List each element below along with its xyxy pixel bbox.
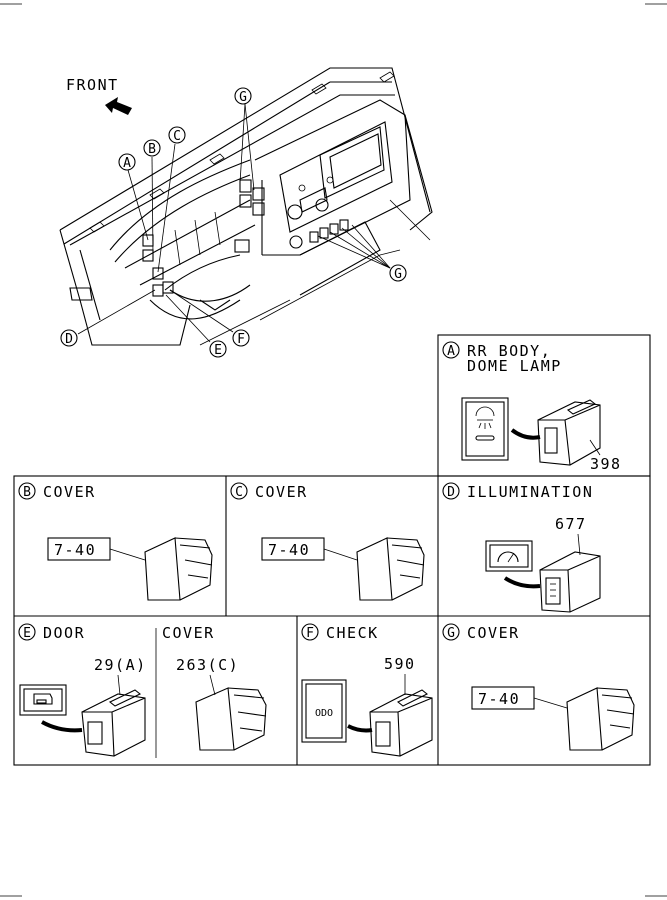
panel-c-letter: C (235, 485, 243, 500)
panel-d: D ILLUMINATION 677 (442, 482, 601, 613)
cover-c-icon (356, 537, 425, 601)
panel-c-title: COVER (255, 483, 308, 501)
panel-g-title: COVER (467, 624, 520, 642)
panel-e-part-no2: 263(C) (176, 656, 239, 674)
panel-e-part-no: 29(A) (94, 656, 147, 674)
panel-d-title: ILLUMINATION (467, 483, 593, 501)
svg-text:G: G (394, 267, 402, 282)
panel-g-letter: G (447, 626, 455, 641)
callout-leaders (77, 103, 391, 343)
corner-marks (0, 3, 667, 897)
panel-d-part-no: 677 (555, 515, 587, 533)
cover-e-icon (195, 687, 267, 751)
svg-text:G: G (239, 90, 247, 105)
panel-a-title-line1: RR BODY, (467, 342, 551, 360)
arrow-icon (510, 428, 541, 440)
panel-b-letter: B (23, 485, 31, 500)
front-arrow-icon (105, 97, 132, 115)
door-switch-body (81, 689, 146, 757)
panel-a-title-line2: DOME LAMP (467, 357, 562, 375)
front-label: FRONT (66, 76, 119, 94)
callout-e: E (209, 340, 227, 358)
svg-text:E: E (214, 343, 222, 358)
callout-g-right: G (389, 264, 407, 282)
odo-label: ODO (315, 708, 333, 719)
arrow-icon (503, 576, 541, 589)
panel-e-title2: COVER (162, 624, 215, 642)
svg-text:D: D (65, 332, 73, 347)
dome-lamp-switch-body (537, 399, 601, 466)
callout-f: F (232, 329, 250, 347)
svg-text:C: C (173, 129, 181, 144)
panel-f-title: CHECK (326, 624, 379, 642)
panel-g-ref: 7-40 (478, 690, 520, 708)
panel-e-letter: E (23, 626, 31, 641)
arrow-icon (347, 724, 373, 733)
door-switch-face (19, 684, 67, 716)
panel-a-part-no: 398 (590, 455, 622, 473)
svg-text:B: B (148, 142, 156, 157)
callout-c: C (168, 126, 186, 144)
panel-g: G COVER 7-40 (442, 623, 635, 751)
panel-f-letter: F (306, 626, 314, 641)
panel-e: E DOOR COVER 29(A) 263(C) (18, 623, 267, 757)
panel-c: C COVER 7-40 (230, 482, 425, 601)
panel-f: F CHECK 590 ODO (301, 623, 433, 757)
dome-lamp-switch-face (461, 397, 509, 461)
callout-b: B (143, 139, 161, 157)
check-switch-face: ODO (301, 679, 347, 743)
callout-g-top: G (234, 87, 252, 105)
arrow-icon (41, 720, 83, 733)
panel-b-ref: 7-40 (54, 541, 96, 559)
panel-a-letter: A (447, 344, 455, 359)
svg-text:F: F (237, 332, 245, 347)
panel-c-ref: 7-40 (268, 541, 310, 559)
callout-a: A (118, 153, 136, 171)
panel-b: B COVER 7-40 (18, 482, 213, 601)
panel-a: A RR BODY, DOME LAMP 398 (442, 341, 622, 473)
dashboard-illustration (59, 67, 433, 346)
panel-e-title: DOOR (43, 624, 85, 642)
panel-b-title: COVER (43, 483, 96, 501)
panel-d-letter: D (447, 485, 455, 500)
check-switch-body (369, 689, 433, 757)
illumination-switch-body (539, 551, 601, 613)
panel-f-part-no: 590 (384, 655, 416, 673)
cover-g-icon (566, 687, 635, 751)
illumination-switch-face (485, 540, 533, 572)
svg-text:A: A (123, 156, 131, 171)
cover-b-icon (144, 537, 213, 601)
callout-d: D (60, 329, 78, 347)
panel-grid-lines (13, 334, 651, 766)
